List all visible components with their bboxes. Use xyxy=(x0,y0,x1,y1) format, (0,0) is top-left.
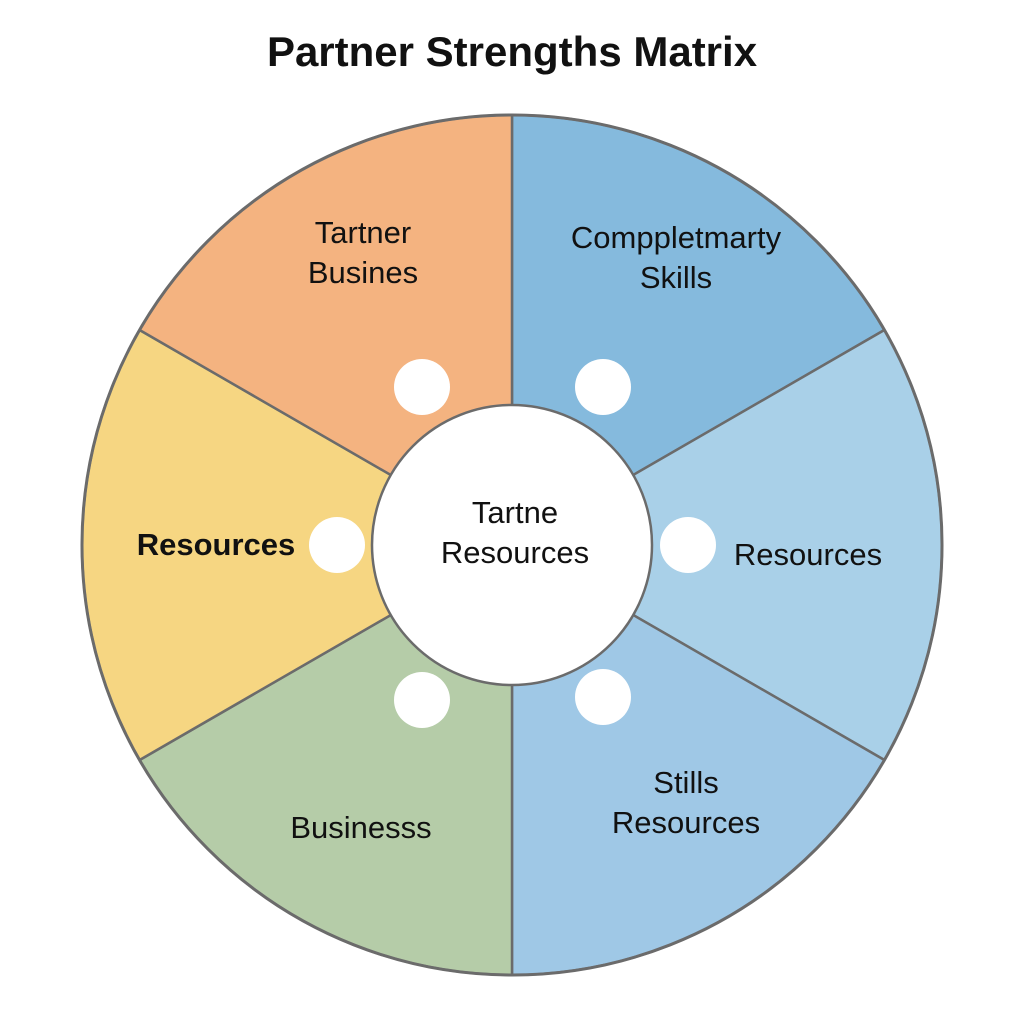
segment-label-5-line: Busines xyxy=(308,255,418,290)
segment-label-1-line: Resources xyxy=(734,537,882,572)
connector-dot-3 xyxy=(394,672,450,728)
connector-dot-5 xyxy=(394,359,450,415)
segment-label-2-line: Resources xyxy=(612,805,760,840)
segment-label-0-line: Comppletmarty xyxy=(571,220,782,255)
segment-label-3: Businesss xyxy=(290,810,431,845)
segment-label-5-line: Tartner xyxy=(315,215,411,250)
diagram-title: Partner Strengths Matrix xyxy=(266,28,758,75)
connector-dot-1 xyxy=(660,517,716,573)
center-circle xyxy=(370,403,654,687)
segment-label-4-line: Resources xyxy=(137,527,296,562)
connector-dot-0 xyxy=(575,359,631,415)
segment-label-1: Resources xyxy=(734,537,882,572)
connector-dot-2 xyxy=(575,669,631,725)
outer-ring xyxy=(80,113,944,977)
segment-label-2-line: Stills xyxy=(653,765,718,800)
segment-label-3-line: Businesss xyxy=(290,810,431,845)
center-label-line: Tartne xyxy=(472,495,558,530)
connector-dot-4 xyxy=(309,517,365,573)
segment-label-4: Resources xyxy=(137,527,296,562)
center-label-line: Resources xyxy=(441,535,589,570)
segment-label-0-line: Skills xyxy=(640,260,712,295)
